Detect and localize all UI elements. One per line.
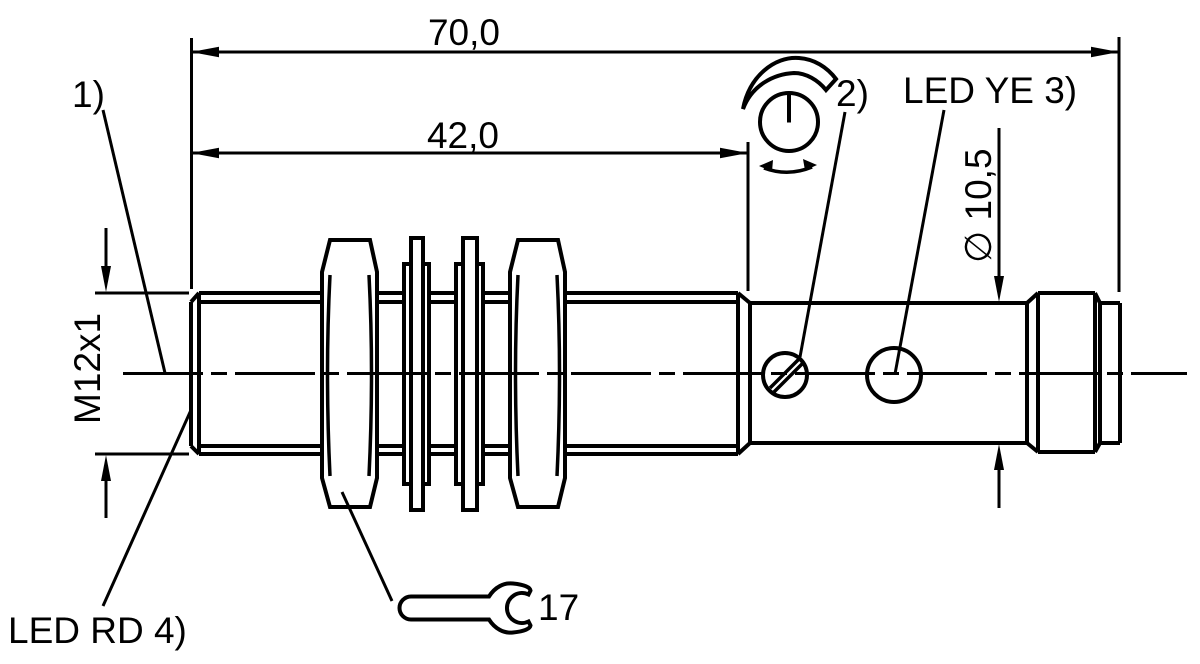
arrowhead-up [994,444,1004,470]
leader-led-red [101,409,193,607]
arrowhead-down [101,266,111,292]
reference-callouts: 1) 2) LED YE 3) LED RD 4) 17 [8,70,1077,651]
label-led-red: LED RD 4) [8,610,187,651]
leader-adjuster [798,111,847,358]
leader-wrench [340,491,394,602]
label-adjuster: 2) [836,73,869,114]
rear-diameter-value: ∅ 10,5 [958,148,999,263]
arrowhead-left [191,147,219,159]
arrowhead-down [994,276,1004,302]
screw-slot-line [772,361,805,394]
thread-length-value: 42,0 [427,115,499,156]
thread-size-value: M12x1 [67,313,108,424]
label-led-yellow: LED YE 3) [903,70,1077,111]
overall-length-value: 70,0 [428,12,500,53]
label-wrench-size: 17 [538,587,579,628]
overall-length-dimension: 70,0 [190,12,1121,292]
rotation-arrow-icon [741,55,839,110]
arrowhead-right [720,147,748,159]
arrowhead-up [101,455,111,481]
arrowhead-right [1091,46,1119,58]
rear-diameter-dimension: ∅ 10,5 [958,128,1004,508]
wrench-icon [397,581,533,635]
thread-size-dimension: M12x1 [67,228,189,518]
adjustment-knob-icon [741,55,839,174]
thread-length-dimension: 42,0 [191,115,750,291]
label-active-face: 1) [72,74,105,115]
leader-led-yellow [893,109,946,375]
arrowhead-left [191,46,219,58]
leader-active-face [101,109,167,374]
